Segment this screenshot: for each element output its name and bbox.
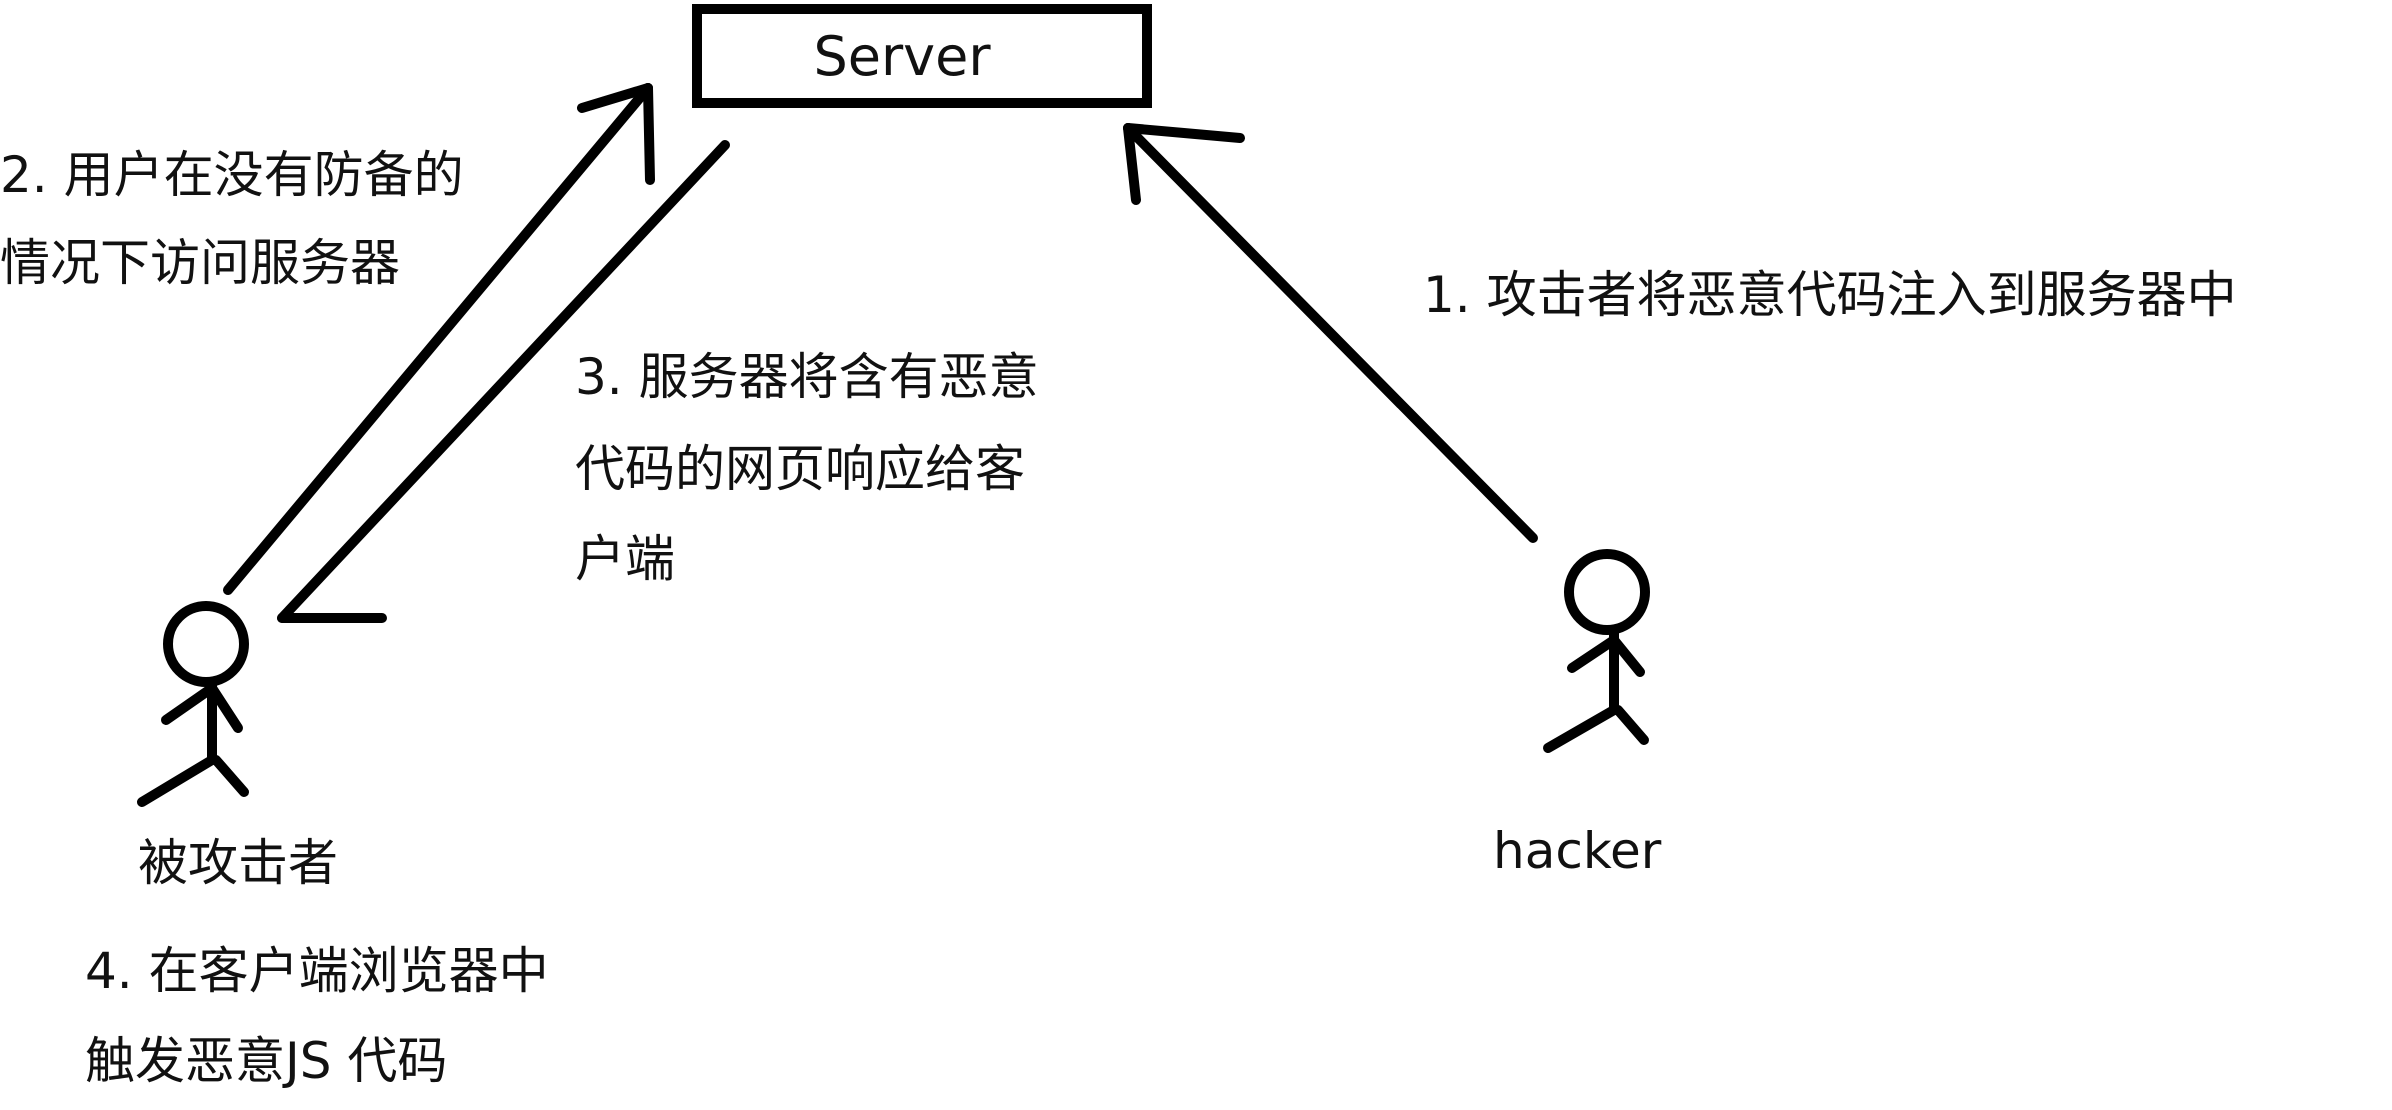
arrow-victim-to-server	[223, 83, 655, 595]
step-3-line-3: 户端	[575, 530, 675, 588]
step-1-line-1: 1. 攻击者将恶意代码注入到服务器中	[1423, 266, 2237, 324]
hacker-figure-icon	[1543, 549, 1650, 753]
step-2-line-2: 情况下访问服务器	[0, 234, 400, 292]
hacker-label: hacker	[1493, 822, 1662, 880]
server-node: Server	[692, 4, 1152, 108]
victim-label: 被攻击者	[138, 834, 338, 892]
step-2-line-1: 2. 用户在没有防备的	[0, 146, 464, 204]
step-4-line-2: 触发恶意JS 代码	[85, 1032, 448, 1090]
arrow-hacker-to-server	[1123, 123, 1538, 543]
step-4-line-1: 4. 在客户端浏览器中	[85, 942, 549, 1000]
victim-figure-icon	[137, 601, 249, 807]
step-3-line-1: 3. 服务器将含有恶意	[575, 348, 1039, 406]
arrow-server-to-victim	[277, 140, 730, 623]
step-3-line-2: 代码的网页响应给客	[575, 440, 1025, 498]
server-label: Server	[813, 24, 991, 88]
